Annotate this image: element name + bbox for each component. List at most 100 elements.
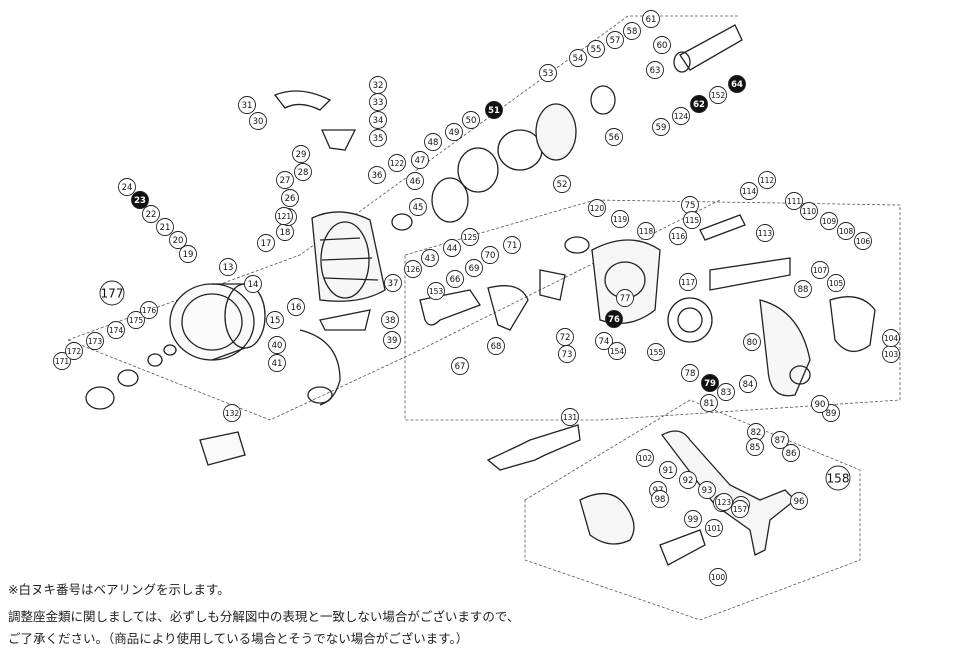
part-label-text: 47 xyxy=(415,156,426,166)
part-label-circle xyxy=(679,471,697,489)
part-label-circle xyxy=(672,107,690,125)
part-label-91: 91 xyxy=(659,461,677,479)
rotor-drawing xyxy=(273,90,386,406)
part-label-circle xyxy=(690,95,708,113)
part-label-text: 58 xyxy=(627,27,638,37)
part-label-108: 108 xyxy=(837,222,855,240)
part-label-text: 41 xyxy=(272,359,283,369)
notes: ※白ヌキ番号はベアリングを示します。 調整座金類に関しましては、必ずしも分解図中… xyxy=(8,582,938,653)
part-label-circle xyxy=(487,337,505,355)
part-label-text: 37 xyxy=(388,279,399,289)
part-label-132: 132 xyxy=(223,404,241,422)
part-label-33: 33 xyxy=(369,93,387,111)
part-label-77: 77 xyxy=(616,289,634,307)
part-label-98: 98 xyxy=(651,490,669,508)
part-label-47: 47 xyxy=(411,151,429,169)
part-label-64: 64 xyxy=(728,75,746,93)
part-label-50: 50 xyxy=(462,111,480,129)
part-label-text: 23 xyxy=(134,196,146,206)
part-label-circle xyxy=(53,352,71,370)
part-label-87: 87 xyxy=(771,431,789,449)
part-label-text: 70 xyxy=(485,251,496,261)
shim-note-line-1: 調整座金類に関しましては、必ずしも分解図中の表現と一致しない場合がございますので… xyxy=(8,609,520,624)
part-label-circle xyxy=(701,374,719,392)
part-label-circle xyxy=(731,500,749,518)
part-label-28: 28 xyxy=(294,163,312,181)
part-label-174: 174 xyxy=(107,321,125,339)
part-label-text: 54 xyxy=(573,54,584,64)
part-label-22: 22 xyxy=(142,205,160,223)
gear-housing-drawing xyxy=(591,239,876,397)
part-label-175: 175 xyxy=(127,311,145,329)
part-label-circle xyxy=(623,22,641,40)
part-label-circle xyxy=(369,111,387,129)
part-label-text: 124 xyxy=(674,112,689,121)
part-label-66: 66 xyxy=(446,270,464,288)
part-label-29: 29 xyxy=(292,145,310,163)
part-label-18: 18 xyxy=(276,223,294,241)
part-label-text: 175 xyxy=(129,316,144,325)
part-label-circle xyxy=(588,199,606,217)
part-label-circle xyxy=(404,260,422,278)
part-label-80: 80 xyxy=(743,333,761,351)
part-label-text: 155 xyxy=(649,348,664,357)
part-label-text: 66 xyxy=(450,275,461,285)
part-label-20: 20 xyxy=(169,231,187,249)
part-label-text: 57 xyxy=(610,36,621,46)
part-label-62: 62 xyxy=(690,95,708,113)
part-label-text: 172 xyxy=(67,347,82,356)
part-label-text: 19 xyxy=(183,250,194,260)
part-label-55: 55 xyxy=(587,40,605,58)
part-label-text: 176 xyxy=(142,306,157,315)
part-label-113: 113 xyxy=(756,224,774,242)
part-label-115: 115 xyxy=(683,211,701,229)
part-label-circle xyxy=(268,354,286,372)
part-label-152: 152 xyxy=(709,86,727,104)
part-label-circle xyxy=(481,246,499,264)
part-label-circle xyxy=(156,218,174,236)
part-label-text: 126 xyxy=(406,265,421,274)
part-label-circle xyxy=(553,175,571,193)
part-label-circle xyxy=(485,101,503,119)
part-label-text: 17 xyxy=(261,239,272,249)
part-label-text: 72 xyxy=(560,333,571,343)
part-label-122: 122 xyxy=(388,154,406,172)
part-label-text: 154 xyxy=(610,347,625,356)
part-label-99: 99 xyxy=(684,510,702,528)
part-label-text: 111 xyxy=(787,197,802,206)
part-label-46: 46 xyxy=(406,172,424,190)
part-label-text: 103 xyxy=(884,350,899,359)
handle-drawing xyxy=(199,424,796,566)
part-label-text: 89 xyxy=(826,409,837,419)
part-label-text: 61 xyxy=(646,15,657,25)
part-label-text: 113 xyxy=(758,229,773,238)
bearing-note: ※白ヌキ番号はベアリングを示します。 xyxy=(8,582,230,597)
part-label-circle xyxy=(292,145,310,163)
part-label-circle xyxy=(169,231,187,249)
part-label-131: 131 xyxy=(561,408,579,426)
part-label-circle xyxy=(669,227,687,245)
part-label-60: 60 xyxy=(653,36,671,54)
part-label-circle xyxy=(709,86,727,104)
part-label-text: 77 xyxy=(620,294,631,304)
part-label-circle xyxy=(266,311,284,329)
part-label-17: 17 xyxy=(257,234,275,252)
part-label-text: 51 xyxy=(488,106,500,116)
part-label-text: 93 xyxy=(702,486,713,496)
part-label-text: 68 xyxy=(491,342,502,352)
part-label-text: 20 xyxy=(173,236,184,246)
part-label-text: 82 xyxy=(751,428,762,438)
part-label-circle xyxy=(443,239,461,257)
part-label-circle xyxy=(411,151,429,169)
part-label-text: 48 xyxy=(428,138,439,148)
part-label-text: 18 xyxy=(280,228,291,238)
part-label-110: 110 xyxy=(800,202,818,220)
part-label-text: 96 xyxy=(794,497,805,507)
part-label-text: 46 xyxy=(410,177,421,187)
part-label-circle xyxy=(606,31,624,49)
pinion-parts-drawing xyxy=(419,214,746,331)
part-label-text: 71 xyxy=(507,241,518,251)
part-label-circle xyxy=(717,383,735,401)
part-label-circle xyxy=(652,118,670,136)
